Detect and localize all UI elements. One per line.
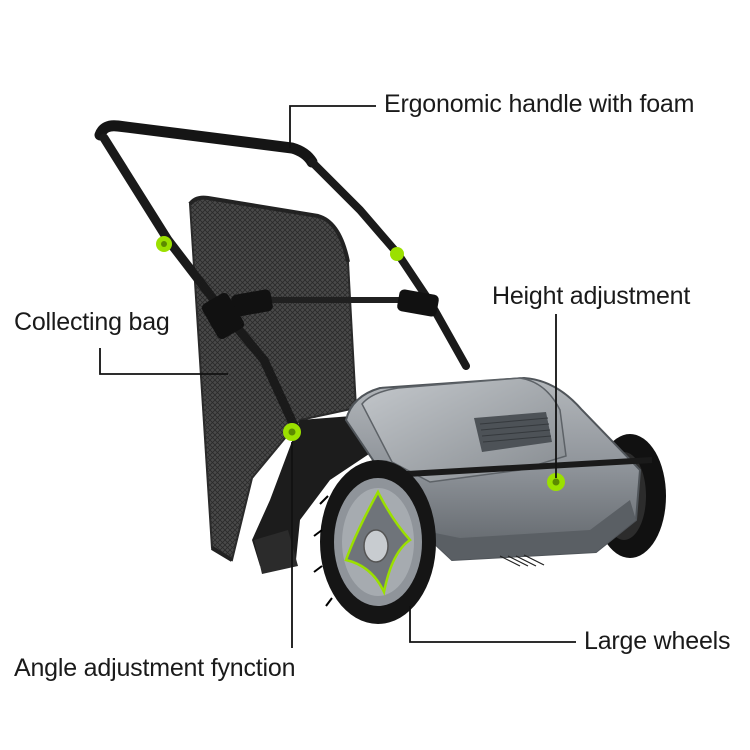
- label-collecting-bag: Collecting bag: [14, 308, 170, 336]
- leader-handle: [289, 105, 376, 148]
- leader-lines: [99, 105, 576, 648]
- label-height-adjustment: Height adjustment: [492, 282, 691, 310]
- label-ergonomic-handle: Ergonomic handle with foam: [384, 90, 695, 118]
- leader-bag: [99, 348, 228, 375]
- label-large-wheels: Large wheels: [584, 627, 731, 655]
- leader-wheels: [409, 606, 576, 643]
- label-angle-adjustment: Angle adjustment fynction: [14, 654, 296, 682]
- bag-frame: [252, 416, 372, 574]
- handle-assembly: [94, 120, 470, 441]
- front-wheel: [313, 460, 436, 624]
